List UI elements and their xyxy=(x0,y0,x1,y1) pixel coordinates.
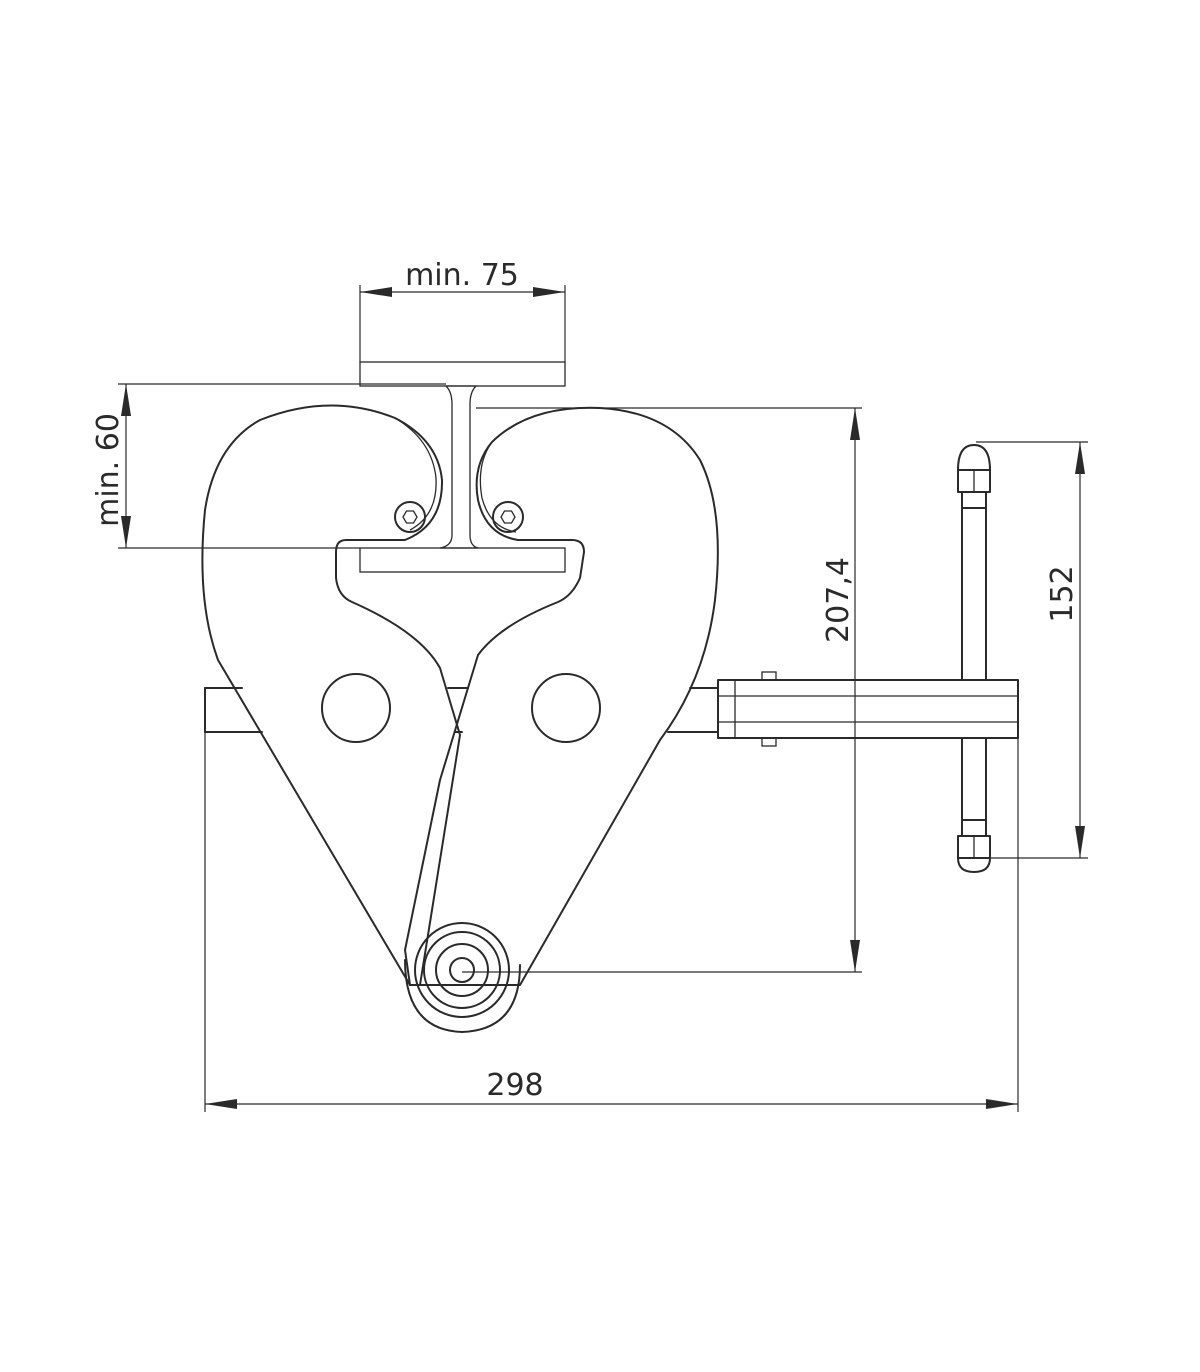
pivot-nut xyxy=(435,943,489,997)
handle-cap-top xyxy=(957,444,991,509)
beam-top-flange xyxy=(359,361,566,387)
dimension-flange-width-label: min. 75 xyxy=(405,258,519,293)
spindle-sleeve xyxy=(717,679,1019,739)
spindle-and-handle xyxy=(717,444,1019,873)
pivot-outer-ring xyxy=(414,922,510,1018)
dimension-handle-length: 152 xyxy=(976,441,1088,859)
dimension-clamp-height: 207,4 xyxy=(462,407,862,973)
handle-rod-upper xyxy=(961,507,987,681)
beam-web xyxy=(439,385,479,549)
cross-bar xyxy=(204,687,719,733)
dimension-clamp-height-label: 207,4 xyxy=(821,557,856,643)
beam-bottom-flange xyxy=(359,547,566,573)
dimension-overall-width-label: 298 xyxy=(486,1068,543,1103)
spindle-pin-bottom xyxy=(761,737,777,747)
left-jaw-hook-inner xyxy=(394,417,437,531)
left-bolt xyxy=(394,501,426,533)
right-jaw-hook-inner xyxy=(479,441,517,533)
left-jaw xyxy=(201,404,461,986)
pivot-pin xyxy=(449,957,475,983)
dimension-flange-thickness-label: min. 60 xyxy=(91,413,126,527)
dimension-flange-width: min. 75 xyxy=(359,258,566,362)
dimension-handle-length-label: 152 xyxy=(1045,565,1080,622)
spindle-pin-top xyxy=(761,671,777,681)
left-jaw-hole xyxy=(321,673,391,743)
handle-cap-bottom xyxy=(957,819,991,873)
right-jaw-hole xyxy=(531,673,601,743)
i-beam-section xyxy=(359,361,566,573)
dimension-overall-width: 298 xyxy=(204,732,1019,1112)
handle-rod-lower xyxy=(961,737,987,821)
right-bolt xyxy=(492,501,524,533)
dimension-flange-thickness: min. 60 xyxy=(91,383,446,549)
pivot-assembly xyxy=(404,922,521,1033)
pivot-mid-ring xyxy=(423,931,501,1009)
pivot-lobe xyxy=(404,959,521,1033)
